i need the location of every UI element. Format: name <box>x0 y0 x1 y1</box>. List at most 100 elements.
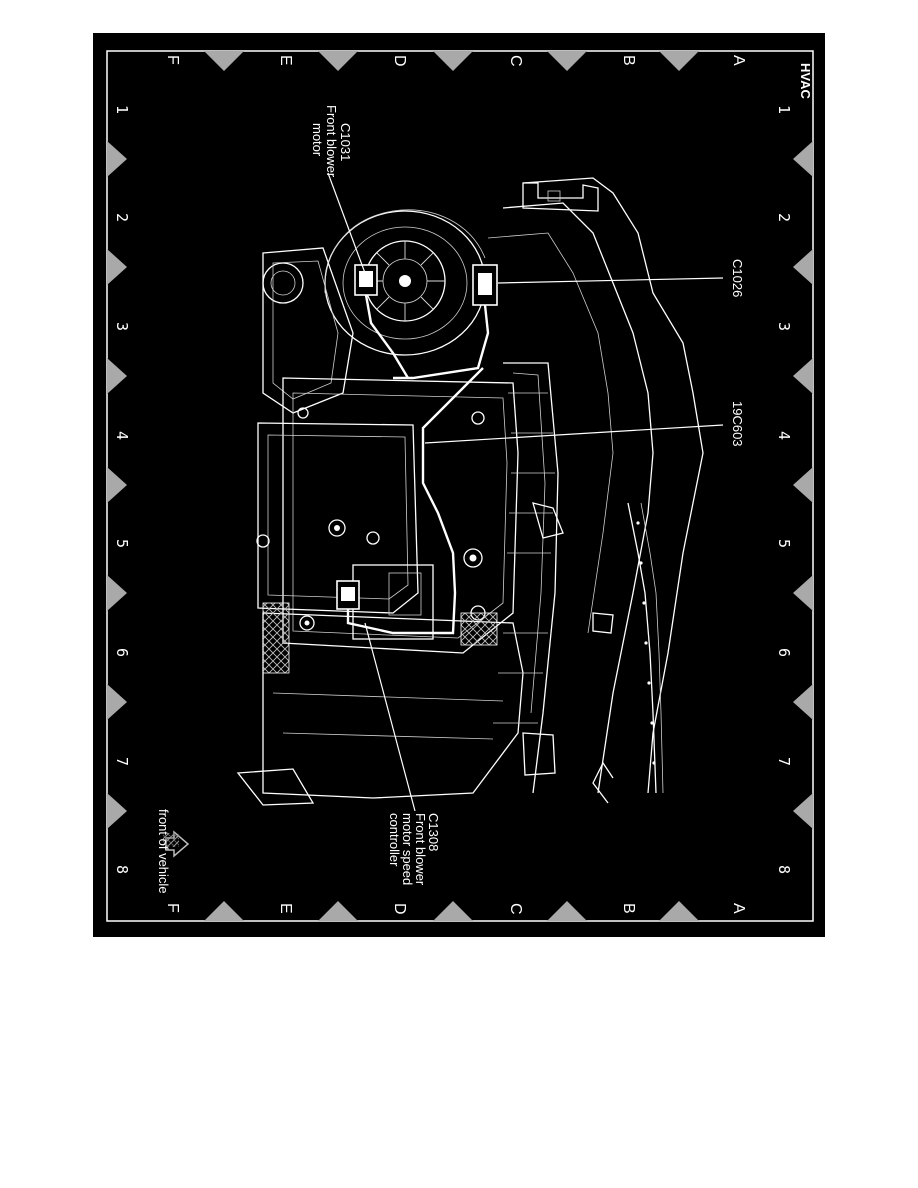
grid-tick-left-6 <box>107 793 127 829</box>
grid-tick-right-1 <box>793 249 813 285</box>
callout-c1026-code: C1026 <box>730 259 745 297</box>
col-number-8-left: 8 <box>113 865 131 874</box>
harness-blower-branch <box>364 294 410 379</box>
left-upper-housing-inner <box>272 260 339 400</box>
grid-tick-left-5 <box>107 684 127 720</box>
grid-tick-right-6 <box>793 793 813 829</box>
diagram-panel: HVAC A B C D E F A B C D E F 1 2 3 4 5 6… <box>93 33 825 937</box>
callout-19c603-code: 19C603 <box>730 401 745 447</box>
case-cover-panel <box>257 422 419 614</box>
grid-tick-right-4 <box>793 575 813 611</box>
bracket-hole <box>547 190 561 202</box>
callout-c1308-line3: controller <box>387 813 402 867</box>
plenum-duct-outline <box>522 177 704 794</box>
plenum-duct-inner <box>502 202 654 794</box>
row-letter-e-bottom: E <box>277 903 294 914</box>
col-number-3-left: 3 <box>113 322 131 331</box>
row-letter-d-bottom: D <box>391 903 408 915</box>
grid-tick-left-2 <box>107 358 127 394</box>
grid-tick-left-1 <box>107 249 127 285</box>
connector-c1026-pins <box>478 273 492 295</box>
callout-c1031-line1: Front blower <box>324 105 339 178</box>
col-number-3: 3 <box>775 322 793 331</box>
row-letter-b: B <box>620 55 637 66</box>
callout-c1308-code: C1308 <box>426 813 441 851</box>
drain-fitting <box>262 262 304 304</box>
grid-tick-left-4 <box>107 575 127 611</box>
grid-tick-bottom-4 <box>204 901 244 921</box>
grid-tick-marks <box>107 51 813 921</box>
grid-tick-top-4 <box>204 51 244 71</box>
front-of-vehicle-label: front of vehicle <box>156 809 171 894</box>
grid-tick-right-5 <box>793 684 813 720</box>
row-letter-b-bottom: B <box>620 903 637 914</box>
upper-mount-bracket <box>522 182 599 212</box>
grid-tick-top-2 <box>433 51 473 71</box>
heater-case-inner <box>292 392 508 639</box>
grid-frame <box>106 50 814 922</box>
col-number-4-left: 4 <box>113 431 131 440</box>
blower-mount-ring <box>324 209 486 294</box>
cowl-edge-inner <box>640 502 664 794</box>
blower-fins <box>365 241 445 321</box>
hvac-component-location-diagram: HVAC A B C D E F A B C D E F 1 2 3 4 5 6… <box>106 50 814 922</box>
hatched-zone-left <box>262 602 290 674</box>
grid-tick-left-0 <box>107 141 127 177</box>
callout-c1031-code: C1031 <box>338 123 353 161</box>
col-number-1: 1 <box>775 105 793 114</box>
leader-c1031 <box>327 172 366 274</box>
col-number-6-left: 6 <box>113 648 131 657</box>
row-letters-bottom: A B C D E F <box>164 903 747 915</box>
grid-tick-right-2 <box>793 358 813 394</box>
harness-clip <box>532 502 564 539</box>
blower-shaft <box>399 275 411 287</box>
grid-tick-top-0 <box>659 51 699 71</box>
callout-c1308-line1: Front blower <box>413 813 428 886</box>
hvac-assembly-drawing <box>236 177 704 806</box>
right-duct-edge <box>503 362 559 794</box>
row-letter-f-bottom: F <box>164 903 181 913</box>
grid-tick-left-3 <box>107 467 127 503</box>
column-numbers-left: 1 2 3 4 5 6 7 8 <box>113 105 131 874</box>
grid-tick-top-1 <box>547 51 587 71</box>
row-letter-f: F <box>164 55 181 65</box>
drain-fitting-inner <box>270 270 296 296</box>
grid-tick-bottom-3 <box>318 901 358 921</box>
row-letter-c-bottom: C <box>507 903 524 915</box>
right-duct-inner <box>512 372 546 714</box>
callout-c1031-line2: motor <box>310 123 325 157</box>
diagram-title: HVAC <box>798 63 813 99</box>
col-number-7-left: 7 <box>113 757 131 766</box>
grid-tick-bottom-0 <box>659 901 699 921</box>
floor-duct-outlet <box>236 768 315 806</box>
row-letter-e: E <box>277 55 294 66</box>
grid-tick-bottom-1 <box>547 901 587 921</box>
lower-housing <box>262 612 524 799</box>
grid-tick-right-3 <box>793 467 813 503</box>
row-letter-d: D <box>391 55 408 67</box>
col-number-2: 2 <box>775 213 793 222</box>
left-upper-housing <box>262 247 354 414</box>
leader-c1308 <box>364 622 416 812</box>
connector-c1308-pins <box>341 587 355 601</box>
speed-controller-heatsink <box>388 572 422 616</box>
callout-c1308: C1308 Front blower motor speed controlle… <box>387 813 441 886</box>
hatched-zone-right <box>460 612 498 646</box>
cowl-edge-outer <box>627 502 657 794</box>
grid-tick-top-3 <box>318 51 358 71</box>
col-number-8: 8 <box>775 865 793 874</box>
row-letter-a: A <box>730 55 747 66</box>
col-number-4: 4 <box>775 431 793 440</box>
duct-rib-line <box>487 232 614 634</box>
callout-c1308-line2: motor speed <box>400 813 415 885</box>
col-number-1-left: 1 <box>113 105 131 114</box>
cowl-clip <box>592 761 614 804</box>
duct-ribs <box>493 392 555 724</box>
heater-evaporator-case <box>282 377 519 654</box>
leader-19c603 <box>424 424 724 444</box>
cowl-fastener-dots <box>636 521 656 765</box>
connector-c1031-pins <box>359 271 373 287</box>
col-number-5: 5 <box>775 539 793 548</box>
harness-19c603 <box>346 304 490 635</box>
row-letters-top: A B C D E F <box>164 55 747 67</box>
